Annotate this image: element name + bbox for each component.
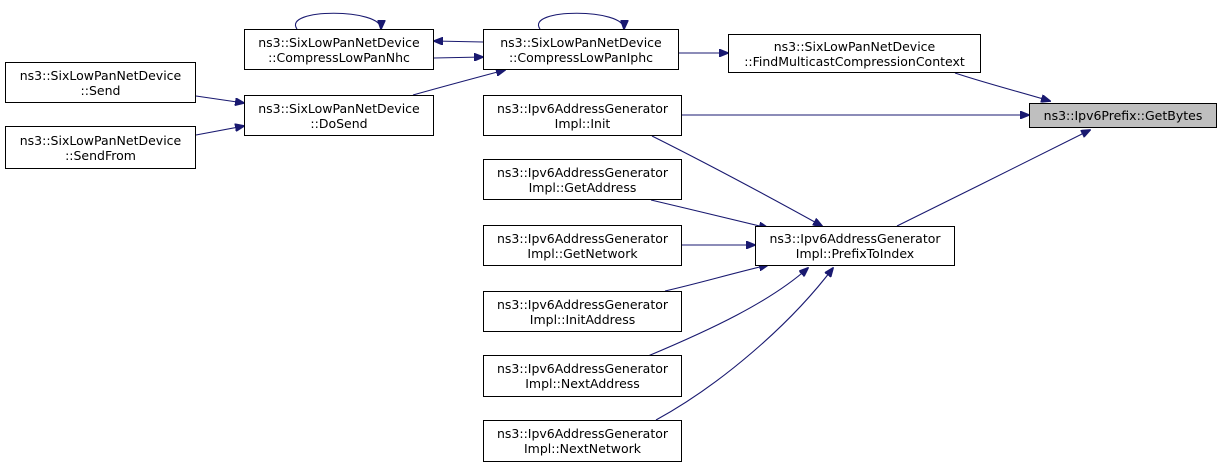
node-label-line2: Impl::PrefixToIndex [795, 246, 915, 261]
node-ipv6-address-generator-get-network[interactable]: ns3::Ipv6AddressGenerator Impl::GetNetwo… [483, 225, 682, 266]
node-send[interactable]: ns3::SixLowPanNetDevice ::Send [5, 62, 196, 103]
edge-compress-nhc-self-loop [294, 12, 381, 29]
node-ipv6-address-generator-get-address[interactable]: ns3::Ipv6AddressGenerator Impl::GetAddre… [483, 159, 682, 200]
node-label-line1: ns3::SixLowPanNetDevice [258, 100, 420, 116]
node-label-line2: Impl::Init [554, 115, 611, 131]
node-send-from[interactable]: ns3::SixLowPanNetDevice ::SendFrom [5, 126, 196, 169]
edge-next-address-to-prefix-to-index [647, 268, 808, 357]
edge-send-from-to-do-send [195, 126, 244, 136]
edge-compress-iphc-self-loop [537, 12, 624, 29]
node-label-line2: ::CompressLowPanIphc [508, 49, 654, 65]
node-label-line1: ns3::Ipv6AddressGenerator [496, 296, 669, 312]
node-label-line1: ns3::SixLowPanNetDevice [19, 132, 182, 148]
node-label-line1: ns3::SixLowPanNetDevice [258, 34, 420, 50]
node-compress-lowpan-iphc[interactable]: ns3::SixLowPanNetDevice ::CompressLowPan… [483, 29, 679, 70]
edge-compress-iphc-to-compress-nhc [434, 41, 484, 42]
node-label-line1: ns3::Ipv6AddressGenerator [496, 230, 669, 246]
node-compress-lowpan-nhc[interactable]: ns3::SixLowPanNetDevice ::CompressLowPan… [244, 29, 434, 70]
node-ipv6-address-generator-next-network[interactable]: ns3::Ipv6AddressGenerator Impl::NextNetw… [483, 420, 682, 462]
node-label-line2: ::Send [80, 82, 121, 98]
node-label: ns3::Ipv6Prefix::GetBytes [1043, 108, 1203, 123]
node-ipv6-address-generator-next-address[interactable]: ns3::Ipv6AddressGenerator Impl::NextAddr… [483, 355, 682, 397]
node-label-line1: ns3::Ipv6AddressGenerator [769, 231, 941, 246]
node-label-line2: ::FindMulticastCompressionContext [744, 53, 965, 69]
node-label-line2: ::CompressLowPanNhc [268, 49, 410, 65]
node-do-send[interactable]: ns3::SixLowPanNetDevice ::DoSend [244, 95, 434, 136]
edge-get-address-to-prefix-to-index [650, 199, 768, 228]
node-ipv6prefix-getbytes: ns3::Ipv6Prefix::GetBytes [1029, 103, 1217, 128]
edge-init-address-to-prefix-to-index [664, 265, 768, 292]
edge-send-to-do-send [195, 95, 244, 103]
node-label-line1: ns3::Ipv6AddressGenerator [496, 426, 669, 441]
node-label-line1: ns3::Ipv6AddressGenerator [496, 164, 669, 180]
node-ipv6-address-generator-init-address[interactable]: ns3::Ipv6AddressGenerator Impl::InitAddr… [483, 291, 682, 332]
node-label-line2: Impl::NextAddress [525, 376, 640, 391]
node-label-line1: ns3::SixLowPanNetDevice [500, 34, 662, 50]
edge-do-send-to-compress-iphc [412, 70, 505, 96]
node-label-line2: ::DoSend [310, 115, 368, 131]
node-label-line2: Impl::GetNetwork [527, 245, 638, 261]
node-label-line2: Impl::GetAddress [528, 179, 637, 195]
node-find-multicast-compression-context[interactable]: ns3::SixLowPanNetDevice ::FindMulticastC… [728, 34, 981, 73]
node-label-line2: Impl::NextNetwork [523, 441, 641, 456]
node-ipv6-address-generator-init[interactable]: ns3::Ipv6AddressGenerator Impl::Init [483, 95, 682, 136]
node-label-line1: ns3::SixLowPanNetDevice [773, 38, 936, 54]
node-label-line1: ns3::Ipv6AddressGenerator [496, 100, 669, 116]
edge-compress-nhc-to-compress-iphc [433, 57, 483, 58]
edge-prefix-to-index-to-get-bytes [896, 130, 1090, 227]
node-label-line1: ns3::SixLowPanNetDevice [19, 67, 182, 83]
node-label-line2: Impl::InitAddress [529, 311, 636, 327]
edge-init-to-prefix-to-index [651, 135, 822, 226]
node-label-line1: ns3::Ipv6AddressGenerator [496, 361, 669, 376]
node-label-line2: ::SendFrom [65, 147, 136, 163]
node-ipv6-address-generator-prefix-to-index[interactable]: ns3::Ipv6AddressGenerator Impl::PrefixTo… [755, 226, 955, 266]
edge-next-network-to-prefix-to-index [655, 268, 833, 421]
edge-find-multicast-to-get-bytes [954, 72, 1050, 101]
